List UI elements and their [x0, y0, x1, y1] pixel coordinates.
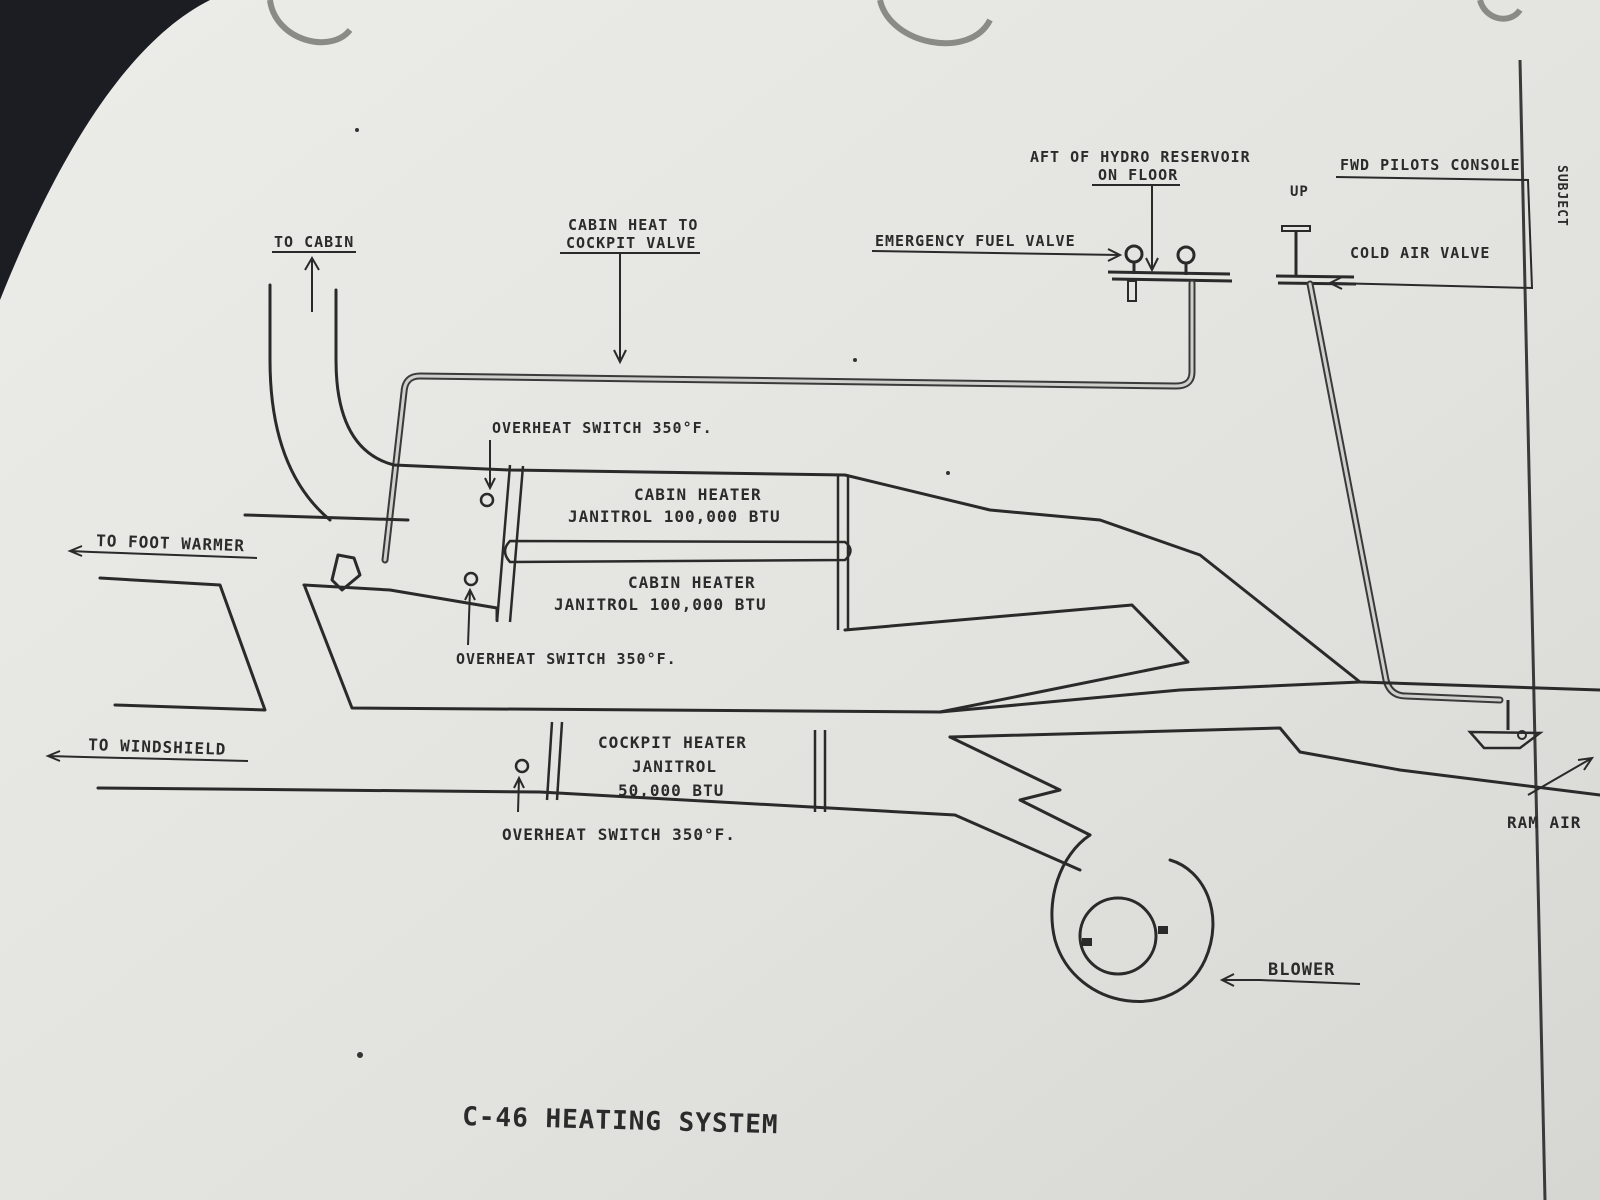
ram-air-inlet: RAM AIR: [1467, 700, 1595, 832]
overheat-switch-3: OVERHEAT SWITCH 350°F.: [502, 758, 736, 844]
to-foot-warmer-arrow: [67, 545, 93, 557]
label-cockpit-line1: COCKPIT HEATER: [598, 733, 747, 752]
label-heater2-line1: CABIN HEATER: [628, 573, 756, 592]
overheat-switch-1: OVERHEAT SWITCH 350°F.: [479, 419, 713, 508]
label-subject: SUBJECT: [1554, 165, 1569, 227]
to-cabin-arrow: [304, 256, 320, 312]
blower-arrow: [1219, 973, 1260, 987]
label-cockpit-line3: 50,000 BTU: [618, 781, 724, 800]
label-overheat-3: OVERHEAT SWITCH 350°F.: [502, 825, 736, 844]
paper-specks: [355, 128, 950, 1058]
binder-rings: [267, 0, 1523, 47]
emergency-fuel-arrow: [1107, 248, 1123, 262]
label-heater1-line1: CABIN HEATER: [634, 485, 762, 504]
cold-air-valve-assembly: [1275, 225, 1357, 286]
ram-air-arrow: [1527, 756, 1595, 796]
cabin-heater-lower: CABIN HEATER JANITROL 100,000 BTU: [554, 573, 767, 614]
label-aft-hydro-1: AFT OF HYDRO RESERVOIR: [1030, 148, 1251, 166]
label-cold-air-valve: COLD AIR VALVE: [1350, 244, 1490, 262]
cabin-duct: [243, 283, 1600, 714]
label-to-windshield: TO WINDSHIELD: [88, 735, 227, 759]
windshield-duct: TO WINDSHIELD: [45, 726, 1600, 872]
label-heater1-line2: JANITROL 100,000 BTU: [568, 507, 781, 526]
blower: BLOWER: [1050, 833, 1361, 1003]
label-to-cabin: TO CABIN: [274, 233, 354, 251]
cabin-heat-valve-arrow: [613, 253, 627, 365]
label-cockpit-line2: JANITROL: [632, 757, 717, 776]
emergency-fuel-valve-assembly: [1107, 244, 1233, 302]
label-up: UP: [1290, 184, 1309, 200]
label-overheat-2: OVERHEAT SWITCH 350°F.: [456, 650, 677, 668]
label-fwd-pilots-console: FWD PILOTS CONSOLE: [1340, 156, 1521, 174]
cockpit-heater: COCKPIT HEATER JANITROL 50,000 BTU: [545, 721, 827, 812]
aft-hydro-arrow: [1145, 185, 1159, 273]
label-heater2-line2: JANITROL 100,000 BTU: [554, 595, 767, 614]
label-aft-hydro-2: ON FLOOR: [1098, 166, 1178, 184]
label-cabin-heat-valve-1: CABIN HEAT TO: [568, 216, 698, 234]
overheat-switch-2: OVERHEAT SWITCH 350°F.: [456, 571, 677, 668]
label-overheat-1: OVERHEAT SWITCH 350°F.: [492, 419, 713, 437]
cabin-heater-upper: CABIN HEATER JANITROL 100,000 BTU: [495, 464, 852, 630]
page-border-line: [1518, 59, 1547, 1200]
label-blower: BLOWER: [1268, 960, 1335, 980]
label-ram-air: RAM AIR: [1507, 813, 1581, 832]
label-cabin-heat-valve-2: COCKPIT VALVE: [566, 234, 696, 252]
label-emergency-fuel-valve: EMERGENCY FUEL VALVE: [875, 232, 1076, 250]
to-windshield-arrow: [45, 750, 85, 762]
